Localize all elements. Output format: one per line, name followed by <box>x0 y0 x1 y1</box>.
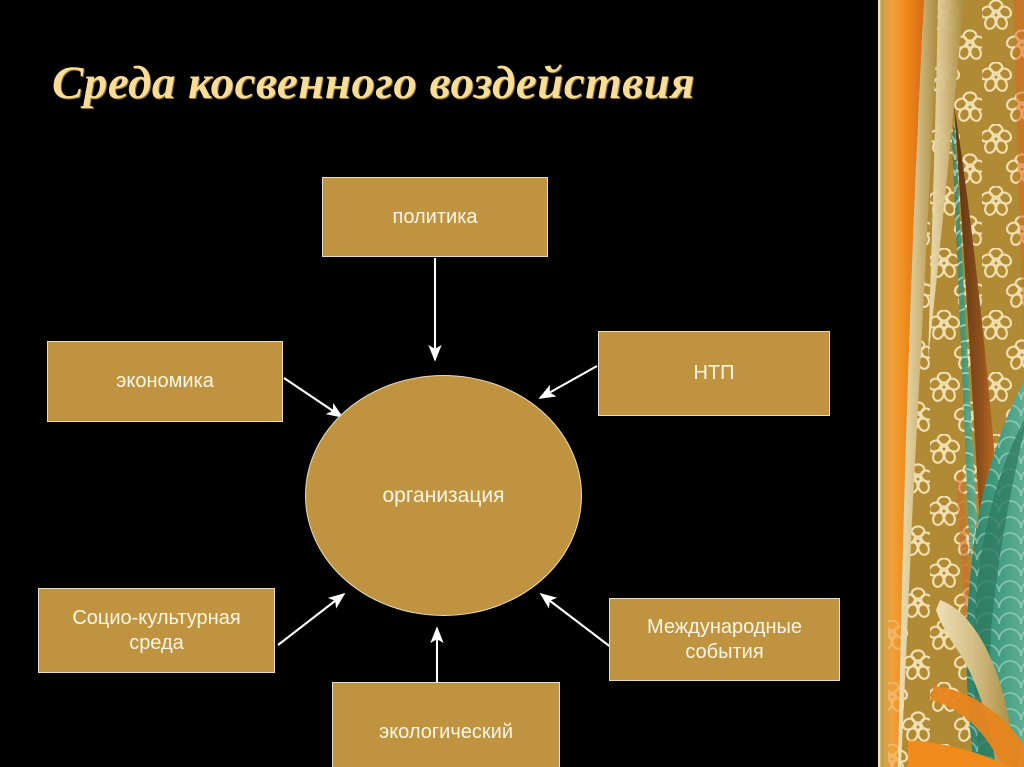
decorative-border-panel <box>878 0 1024 767</box>
arrow-socio-to-center <box>277 592 346 646</box>
arrow-ntp-to-center <box>538 365 598 399</box>
node-ecological-label: экологический <box>379 720 513 743</box>
page-title: Среда косвенного воздействия <box>52 57 696 109</box>
node-international-events-label-line1: Международные <box>646 616 803 639</box>
node-international-events-label-line2: события <box>685 640 764 663</box>
node-ntp[interactable]: НТП <box>598 331 830 416</box>
node-socio-cultural-label-line1: Социо-культурная <box>72 607 241 630</box>
node-politika-label: политика <box>392 205 478 228</box>
arrow-mezhdunar-to-center <box>539 592 613 649</box>
node-economika[interactable]: экономика <box>47 341 283 422</box>
center-node-label: организация <box>382 483 505 507</box>
node-ntp-label: НТП <box>693 362 735 385</box>
node-international-events[interactable]: Международные события <box>609 598 840 681</box>
decorative-border-art <box>878 0 1024 767</box>
node-politika[interactable]: политика <box>322 177 548 257</box>
node-ecological[interactable]: экологический <box>332 682 560 767</box>
center-node-organization[interactable]: организация <box>305 375 582 616</box>
node-economika-label: экономика <box>116 370 214 393</box>
node-socio-cultural[interactable]: Социо-культурная среда <box>38 588 275 673</box>
node-socio-cultural-label-line2: среда <box>129 631 184 654</box>
arrow-economika-to-center <box>283 377 344 418</box>
